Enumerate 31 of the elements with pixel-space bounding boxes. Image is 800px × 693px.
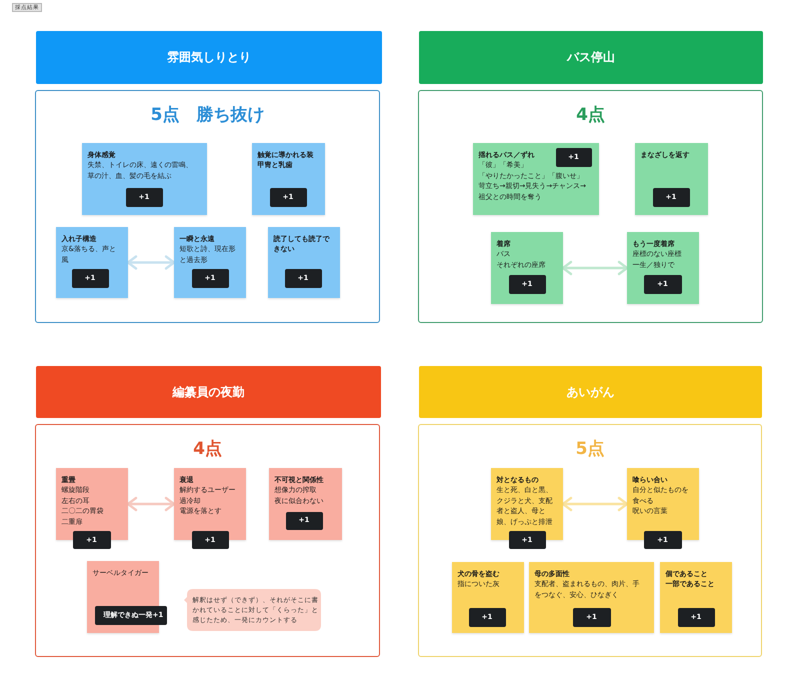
point-badge [94,606,166,624]
sticky-note [452,562,524,632]
header-bar: 編纂員の夜勤 [36,366,381,418]
sticky-note [268,226,340,298]
double-arrow [126,255,176,270]
sticky-note [472,142,598,214]
sticky-note [268,468,342,540]
score-heading: 4点 [576,105,605,125]
header-bar: あいがん [419,366,762,418]
panel [418,90,763,323]
score-heading: 5点 勝ち抜け [150,105,264,125]
panel [35,90,380,323]
double-arrow [126,496,176,512]
double-arrow [562,496,628,512]
sticky-note [82,142,206,214]
sticky-note [626,232,698,304]
score-heading: 5点 [576,439,604,459]
header-bar: バス停山 [419,31,763,84]
panel [35,424,380,657]
speech-bubble [184,588,320,630]
sticky-note [528,562,654,632]
sticky-note [660,562,732,632]
sticky-note [56,226,128,298]
score-heading: 4点 [193,439,222,459]
sticky-note [252,142,324,214]
sticky-note [174,226,246,298]
header-bar: 雰囲気しりとり [36,31,382,84]
sticky-note [634,142,708,214]
panel [418,424,762,657]
double-arrow [562,260,628,276]
sticky-note [490,232,562,304]
